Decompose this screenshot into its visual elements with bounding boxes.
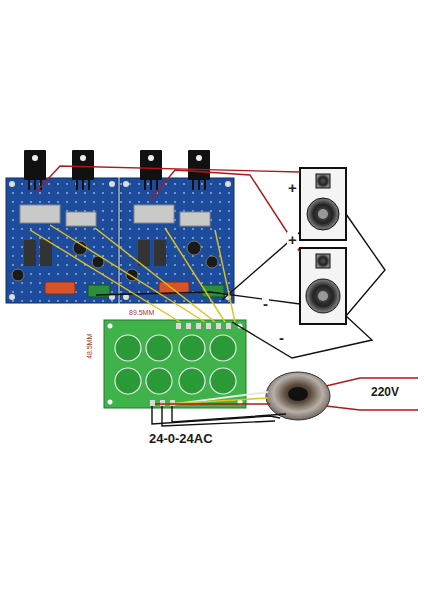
polarity-mark: - [278, 330, 285, 347]
voltage-label: 220V [370, 386, 400, 399]
voltage-label: 24-0-24AC [148, 432, 214, 446]
speaker [300, 168, 346, 240]
polarity-mark: + [287, 180, 298, 197]
polarity-mark: - [262, 296, 269, 313]
polarity-mark: + [287, 232, 298, 249]
wires [30, 166, 418, 426]
toroidal-transformer [266, 372, 330, 420]
dimension-label: 48.5MM [86, 333, 94, 360]
amp-board [6, 178, 118, 303]
psu-board [104, 320, 246, 408]
dimension-label: 89.5MM [128, 309, 155, 317]
speaker [300, 248, 346, 324]
